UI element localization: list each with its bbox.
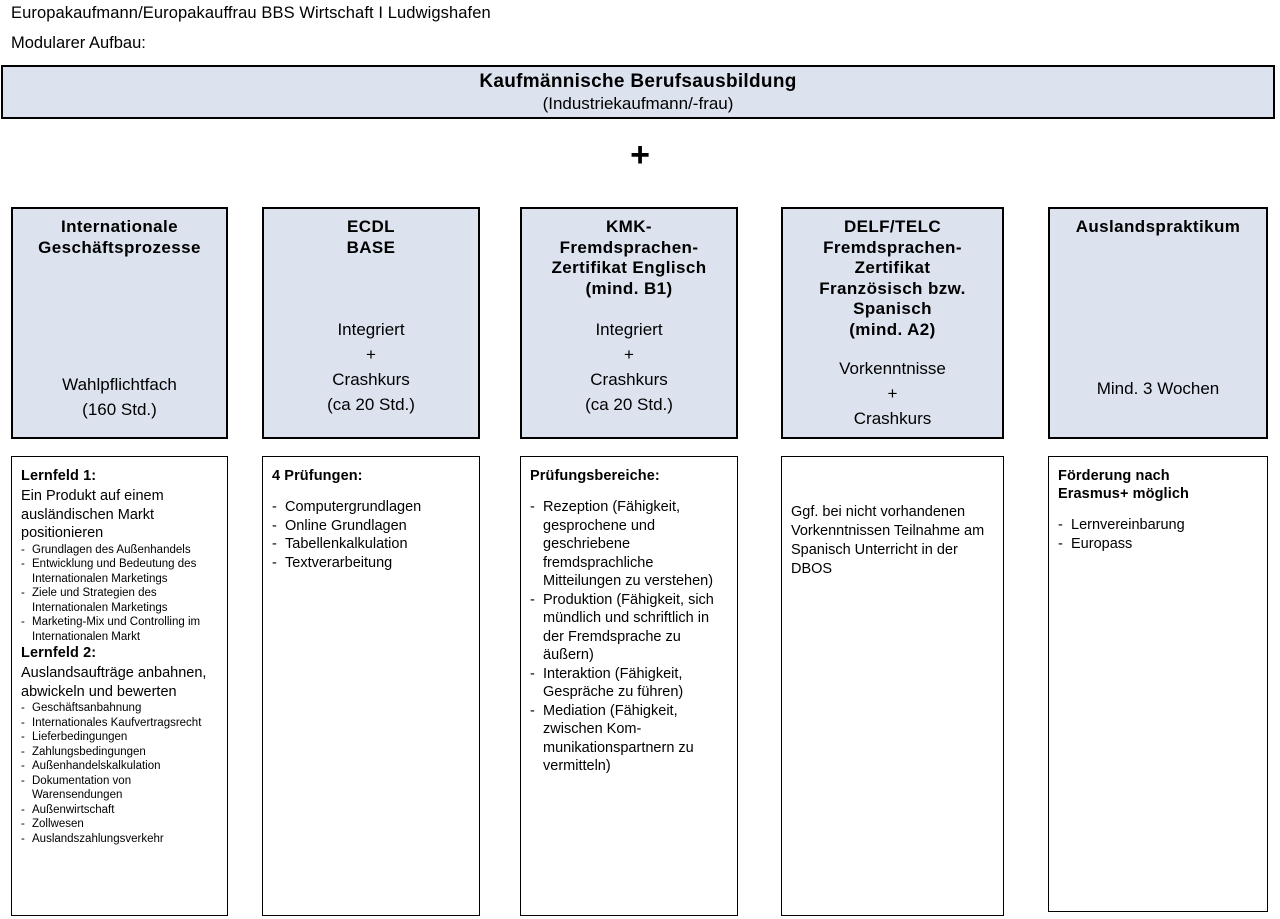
header-title: Kaufmännische Berufsausbildung	[479, 71, 797, 92]
spacer-3	[530, 487, 728, 498]
list-item: Lieferbedingungen	[21, 730, 218, 745]
detail-head-3: Prüfungsbereiche:	[530, 468, 660, 484]
list-item: Produktion (Fähigkeit, sich mündlich und…	[530, 591, 728, 665]
list-item: Interaktion (Fähigkeit, Gespräche zu füh…	[530, 665, 728, 702]
list-item: Tabellenkalkulation	[272, 535, 470, 554]
module-title-5: Auslandspraktikum	[1075, 217, 1241, 236]
list-item: Europass	[1058, 535, 1258, 554]
detail-list-2: ComputergrundlagenOnline GrundlagenTabel…	[272, 498, 470, 572]
page-title: Europakaufmann/Europakauffrau BBS Wirtsc…	[11, 4, 491, 22]
module-box-3: KMK-Fremdsprachen-Zertifikat Englisch(mi…	[520, 207, 738, 439]
page-subtitle: Modularer Aufbau:	[11, 34, 146, 52]
detail-box-1: Lernfeld 1: Ein Produkt auf einem auslän…	[11, 456, 228, 916]
column-kmk-zertifikat: KMK-Fremdsprachen-Zertifikat Englisch(mi…	[520, 207, 738, 439]
module-body-5: Mind. 3 Wochen	[1096, 379, 1220, 398]
list-item: Mediation (Fähigkeit, zwischen Kom-munik…	[530, 702, 728, 776]
list-item: Rezeption (Fähigkeit, gesprochene und ge…	[530, 498, 728, 591]
module-body-3: Integriert+Crashkurs(ca 20 Std.)	[585, 320, 673, 414]
detail-sub-1a: Ein Produkt auf einem ausländischen Mark…	[21, 488, 164, 541]
list-item: Marketing-Mix und Controlling im Interna…	[21, 615, 218, 644]
module-body-2: Integriert+Crashkurs(ca 20 Std.)	[327, 320, 415, 414]
header-subtitle: (Industriekaufmann/-frau)	[542, 94, 734, 113]
list-item: Zollwesen	[21, 817, 218, 832]
spacer-4	[791, 467, 994, 503]
list-item: Außenhandelskalkulation	[21, 759, 218, 774]
list-item: Außenwirtschaft	[21, 803, 218, 818]
detail-list-5: LernvereinbarungEuropass	[1058, 516, 1258, 553]
header-box: Kaufmännische Berufsausbildung (Industri…	[1, 65, 1275, 119]
list-item: Zahlungsbedingungen	[21, 745, 218, 760]
list-item: Dokumentation von Warensendungen	[21, 774, 218, 803]
list-item: Textverarbeitung	[272, 554, 470, 573]
module-body-1: Wahlpflichtfach(160 Std.)	[62, 375, 177, 419]
list-item: Entwicklung und Bedeutung des Internatio…	[21, 557, 218, 586]
list-item: Grundlagen des Außenhandels	[21, 543, 218, 558]
list-item: Ziele und Strategien des Internationalen…	[21, 586, 218, 615]
spacer-5	[1058, 505, 1258, 516]
list-item: Auslandszahlungsverkehr	[21, 832, 218, 847]
detail-head-1b: Lernfeld 2:	[21, 645, 97, 661]
module-box-5: Auslandspraktikum Mind. 3 Wochen	[1048, 207, 1268, 439]
list-item: Lernvereinbarung	[1058, 516, 1258, 535]
list-item: Computergrundlagen	[272, 498, 470, 517]
plus-icon: +	[630, 136, 650, 174]
column-auslandspraktikum: Auslandspraktikum Mind. 3 Wochen	[1048, 207, 1268, 439]
detail-box-2: 4 Prüfungen: ComputergrundlagenOnline Gr…	[262, 456, 480, 916]
list-item: Geschäftsanbahnung	[21, 701, 218, 716]
detail-list-1b: GeschäftsanbahnungInternationales Kaufve…	[21, 701, 218, 846]
detail-list-3: Rezeption (Fähigkeit, gesprochene und ge…	[530, 498, 728, 776]
detail-list-1a: Grundlagen des AußenhandelsEntwicklung u…	[21, 543, 218, 645]
detail-head-2: 4 Prüfungen:	[272, 468, 363, 484]
list-item: Internationales Kaufvertragsrecht	[21, 716, 218, 731]
list-item: Online Grundlagen	[272, 517, 470, 536]
detail-sub-1b: Auslandsaufträge anbahnen, abwickeln und…	[21, 665, 207, 700]
detail-head-1a: Lernfeld 1:	[21, 468, 97, 484]
module-body-4: Vorkenntnisse+Crashkurs	[839, 359, 946, 428]
detail-box-3: Prüfungsbereiche: Rezeption (Fähigkeit, …	[520, 456, 738, 916]
spacer-2	[272, 487, 470, 498]
detail-para-4: Ggf. bei nicht vorhandenen Vorkenntnisse…	[791, 504, 985, 577]
detail-box-4: Ggf. bei nicht vorhandenen Vorkenntnisse…	[781, 456, 1004, 916]
module-title-3: KMK-Fremdsprachen-Zertifikat Englisch(mi…	[551, 217, 707, 298]
